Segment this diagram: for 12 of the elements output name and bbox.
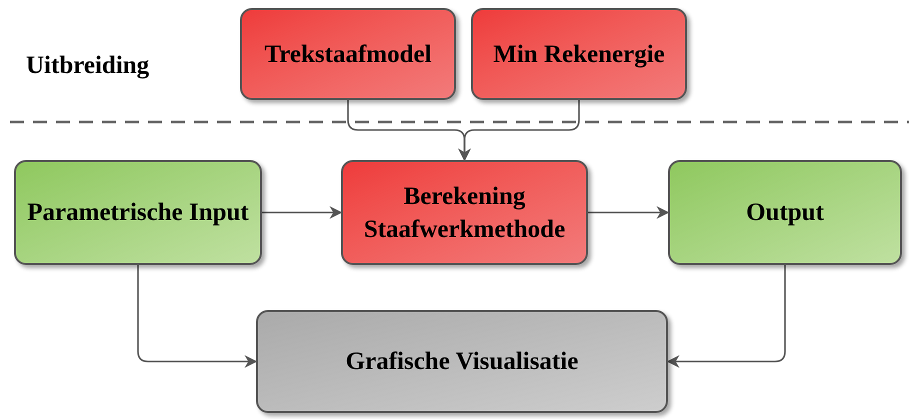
arrow xyxy=(588,206,670,219)
process-box: Output xyxy=(668,160,902,265)
arrow xyxy=(458,100,580,162)
section-label: Uitbreiding xyxy=(26,51,150,81)
arrow xyxy=(137,265,258,368)
process-box: Trekstaafmodel xyxy=(240,8,456,100)
process-box: Grafische Visualisatie xyxy=(256,310,668,413)
process-box: Berekening Staafwerkmethode xyxy=(341,160,588,265)
arrow xyxy=(262,206,342,219)
process-box: Parametrische Input xyxy=(14,160,262,265)
process-box: Min Rekenergie xyxy=(471,8,687,100)
arrow xyxy=(666,265,786,368)
